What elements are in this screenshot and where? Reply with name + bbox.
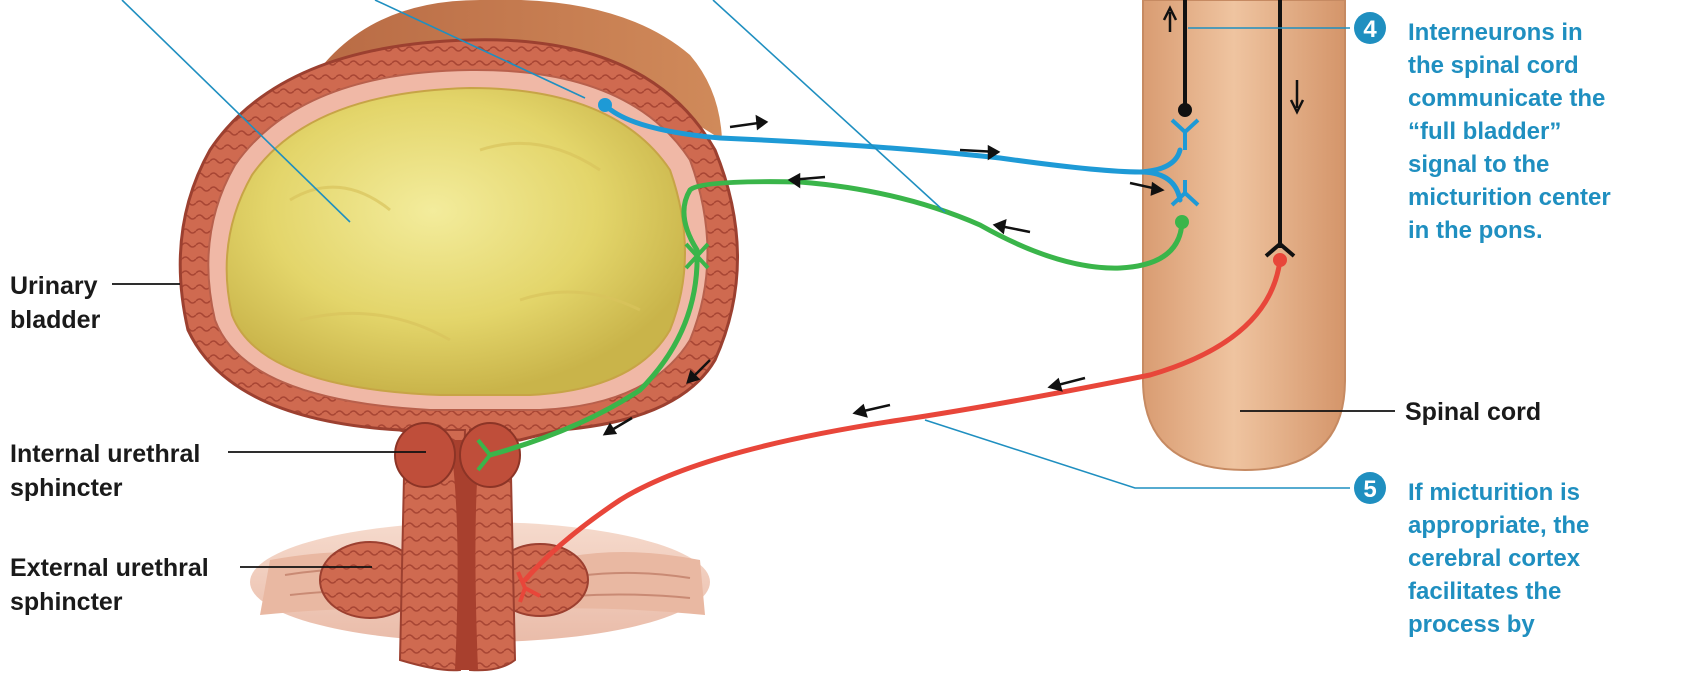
step-4-number: 4	[1363, 16, 1377, 43]
step-5-text: If micturition is appropriate, the cereb…	[1408, 479, 1596, 638]
step-4: 4 Interneurons in the spinal cord commun…	[1354, 12, 1617, 244]
internal-urethral-sphincter-label: Internal urethral sphincter	[10, 440, 207, 502]
spinal-cord-label: Spinal cord	[1405, 398, 1541, 426]
step-4-text: Interneurons in the spinal cord communic…	[1408, 19, 1617, 244]
step-5-number: 5	[1363, 476, 1376, 503]
external-urethral-sphincter-label: External urethral sphincter	[10, 554, 216, 616]
spinal-cord	[1143, 0, 1345, 470]
step-5: 5 If micturition is appropriate, the cer…	[1354, 472, 1596, 638]
urinary-bladder-label: Urinary bladder	[10, 272, 105, 334]
